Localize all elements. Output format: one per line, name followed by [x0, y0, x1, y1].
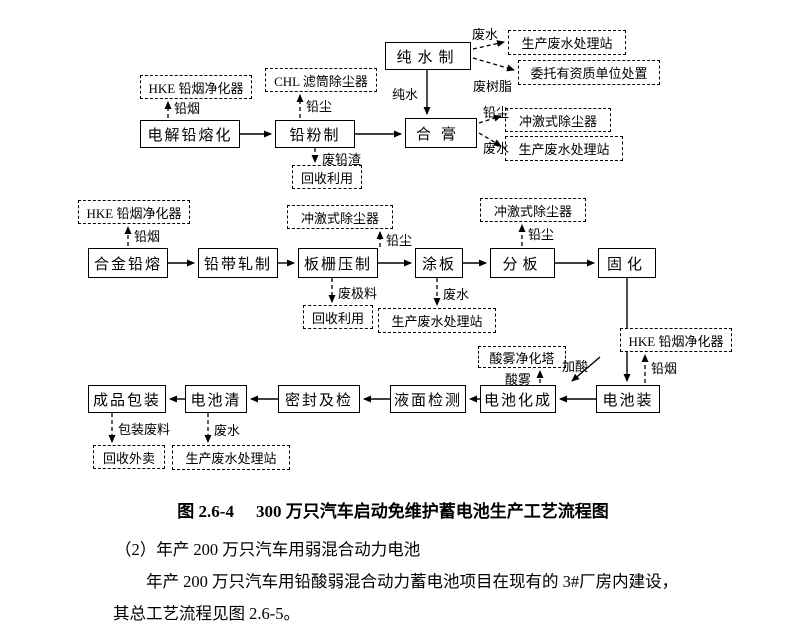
stream-waste-plate-scrap: 废极料: [338, 286, 378, 301]
stream-lead-dust-1: 铅尘: [306, 99, 333, 114]
treatment-chl-deduster: CHL 滤筒除尘器: [265, 68, 377, 92]
treatment-wastewater-station-4: 生产废水处理站: [172, 445, 290, 470]
stream-lead-fume-2: 铅烟: [134, 229, 161, 244]
treatment-hke-purifier-3: HKE 铅烟净化器: [620, 328, 732, 352]
figure-caption: 图 2.6-4 300 万只汽车启动免维护蓄电池生产工艺流程图: [0, 497, 786, 522]
process-sealing-inspection: 密封及检: [278, 385, 360, 413]
treatment-wastewater-station-2: 生产废水处理站: [505, 136, 623, 161]
treatment-impact-deduster-2: 冲激式除尘器: [287, 205, 393, 229]
treatment-recycle-resale: 回收外卖: [93, 445, 165, 469]
treatment-wastewater-station-3: 生产废水处理站: [378, 308, 496, 333]
stream-pure-water: 纯水: [392, 87, 419, 102]
treatment-recycling-1: 回收利用: [292, 165, 362, 189]
stream-lead-dust-3: 铅尘: [386, 233, 413, 248]
process-lead-strip-rolling: 铅带轧制: [198, 248, 278, 278]
treatment-hke-purifier-2: HKE 铅烟净化器: [78, 200, 190, 224]
process-battery-cleaning: 电池清: [185, 385, 247, 413]
stream-lead-dust-4: 铅尘: [528, 227, 555, 242]
process-grid-pressing: 板栅压制: [298, 248, 378, 278]
stream-lead-fume-3: 铅烟: [651, 361, 678, 376]
process-battery-assembly: 电池装: [596, 385, 660, 413]
process-battery-formation: 电池化成: [480, 385, 556, 413]
process-electrolytic-lead-melting: 电解铅熔化: [140, 120, 240, 148]
body-line-1: （2）年产 200 万只汽车用弱混合动力电池: [115, 540, 421, 559]
process-lead-powder: 铅粉制: [275, 120, 355, 148]
treatment-impact-deduster-3: 冲激式除尘器: [480, 198, 586, 222]
treatment-qualified-disposal: 委托有资质单位处置: [518, 60, 660, 85]
process-finished-packaging: 成品包装: [88, 385, 166, 413]
process-alloy-lead-melting: 合金铅熔: [88, 248, 168, 278]
figure-caption-label: 图 2.6-4: [177, 502, 234, 521]
stream-lead-fume-1: 铅烟: [174, 101, 201, 116]
body-line-3: 其总工艺流程见图 2.6-5。: [113, 604, 300, 623]
stream-packaging-waste: 包装废料: [118, 422, 171, 437]
stream-waste-resin: 废树脂: [473, 79, 513, 94]
stream-acid-filling: 加酸: [562, 359, 589, 374]
treatment-hke-purifier-1: HKE 铅烟净化器: [140, 75, 252, 99]
stream-lead-dust-2: 铅尘: [483, 105, 510, 120]
stream-wastewater-coating: 废水: [443, 287, 470, 302]
treatment-impact-deduster-1: 冲激式除尘器: [505, 108, 611, 132]
process-paste-mixing: 合膏: [405, 118, 477, 148]
process-pure-water: 纯水制: [385, 42, 471, 70]
process-liquid-level-check: 液面检测: [390, 385, 466, 413]
stream-wastewater-cleaning: 废水: [214, 423, 241, 438]
stream-acid-mist: 酸雾: [505, 372, 532, 387]
body-line-2: 年产 200 万只汽车用铅酸弱混合动力蓄电池项目在现有的 3#厂房内建设，: [146, 572, 679, 591]
stream-waste-lead-slag: 废铅渣: [322, 152, 362, 167]
treatment-wastewater-station-1: 生产废水处理站: [508, 30, 626, 55]
process-curing: 固化: [598, 248, 656, 278]
process-plate-parting: 分板: [490, 248, 555, 278]
process-plate-coating: 涂板: [415, 248, 463, 278]
treatment-recycling-2: 回收利用: [303, 305, 373, 329]
stream-wastewater-top: 废水: [472, 27, 499, 42]
stream-wastewater-paste: 废水: [483, 141, 510, 156]
treatment-acid-mist-tower: 酸雾净化塔: [478, 346, 566, 368]
figure-caption-title: 300 万只汽车启动免维护蓄电池生产工艺流程图: [255, 502, 609, 521]
